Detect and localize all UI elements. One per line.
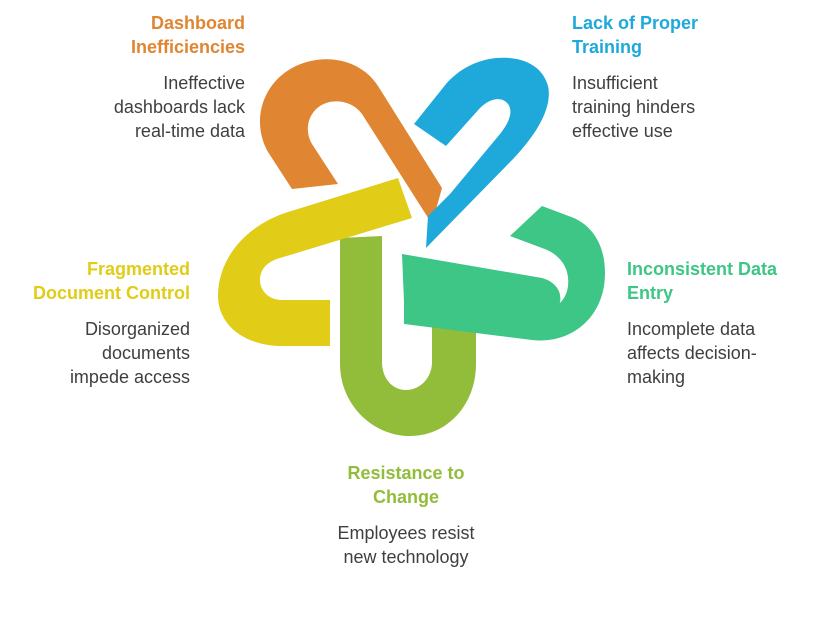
item-description: Ineffective dashboards lack real-time da… xyxy=(113,73,245,141)
item-description: Incomplete data affects decision- making xyxy=(627,319,757,387)
item-dashboard-inefficiencies: Dashboard Inefficiencies Ineffective das… xyxy=(0,11,245,143)
item-title: Fragmented Document Control xyxy=(33,259,190,303)
orange-link-shape xyxy=(260,59,442,224)
item-resistance-to-change: Resistance to Change Employees resist ne… xyxy=(276,461,536,569)
item-title: Dashboard Inefficiencies xyxy=(130,13,245,57)
item-title: Resistance to Change xyxy=(347,463,465,507)
item-lack-of-proper-training: Lack of Proper Training Insufficient tra… xyxy=(572,11,817,143)
item-inconsistent-data-entry: Inconsistent Data Entry Incomplete data … xyxy=(627,257,812,389)
item-title: Inconsistent Data Entry xyxy=(627,259,778,303)
item-title: Lack of Proper Training xyxy=(572,13,699,57)
lime-link-shape xyxy=(340,236,476,436)
item-description: Insufficient training hinders effective … xyxy=(572,73,696,141)
yellow-link-shape xyxy=(218,178,412,346)
green-link-shape xyxy=(402,206,605,341)
item-fragmented-document-control: Fragmented Document Control Disorganized… xyxy=(0,257,190,389)
item-description: Disorganized documents impede access xyxy=(69,319,190,387)
blue-link-shape xyxy=(414,57,549,248)
item-description: Employees resist new technology xyxy=(337,523,475,567)
